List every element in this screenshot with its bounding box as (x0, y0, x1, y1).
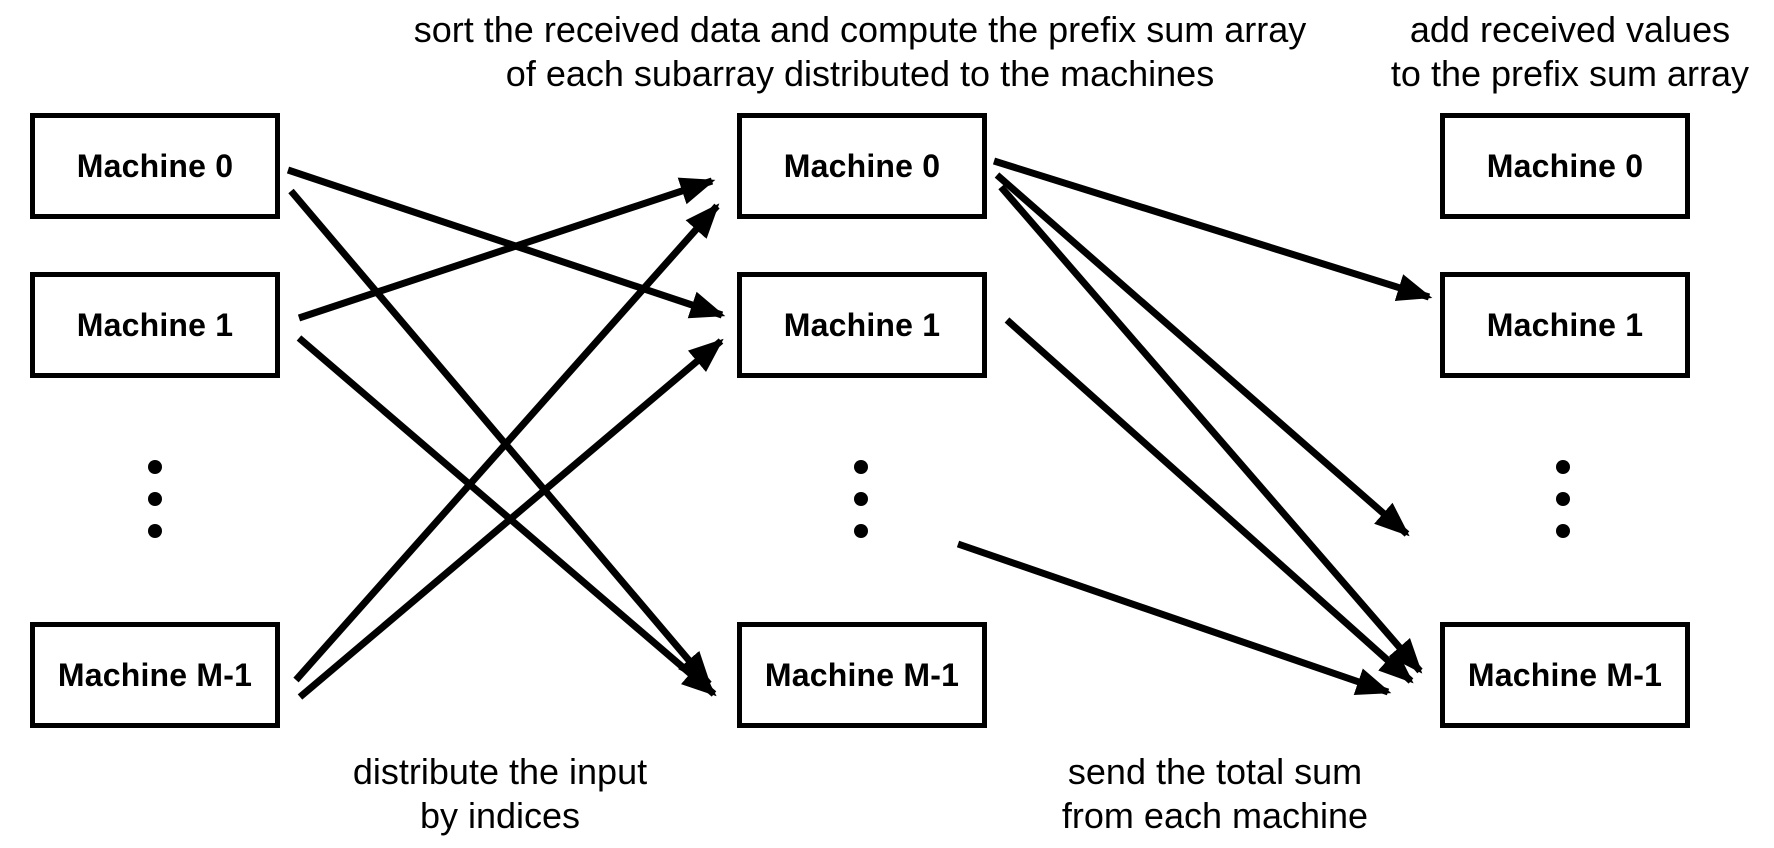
machine-label: Machine M-1 (764, 656, 960, 693)
box-final-machine-0: Machine 0 (1440, 113, 1690, 219)
arrow-input-machine-0-to-sorted-machine-1 (286, 166, 726, 319)
box-final-machine-1: Machine 1 (1440, 272, 1690, 378)
box-input-machine-1: Machine 1 (30, 272, 280, 378)
arrow-sorted-machine-0-to-final-ellipsis (994, 172, 1410, 537)
machine-label: Machine 0 (1486, 147, 1644, 184)
arrow-input-machine-m-1-to-sorted-machine-1 (297, 338, 724, 700)
box-input-machine-m-1: Machine M-1 (30, 622, 280, 728)
arrow-input-machine-m-1-to-sorted-machine-0 (293, 203, 720, 683)
arrow-sorted-machine-1-to-final-machine-m-1 (1004, 317, 1414, 684)
box-sorted-machine-m-1: Machine M-1 (737, 622, 987, 728)
machine-label: Machine 0 (783, 147, 941, 184)
caption-line: to the prefix sum array (1390, 53, 1750, 94)
machine-label: Machine 0 (76, 147, 234, 184)
caption-line: by indices (419, 795, 581, 836)
ellipsis-dot-col-0 (148, 492, 162, 506)
arrow-sorted-machine-0-to-final-machine-1 (992, 157, 1433, 301)
machine-label: Machine M-1 (1467, 656, 1663, 693)
caption-line: distribute the input (352, 751, 648, 792)
arrow-sorted-machine-0-to-final-machine-m-1 (998, 184, 1423, 674)
caption-sort-step: sort the received data and compute the p… (290, 8, 1430, 96)
caption-line: send the total sum (1067, 751, 1363, 792)
caption-line: sort the received data and compute the p… (413, 9, 1307, 50)
arrow-input-machine-1-to-sorted-machine-m-1 (296, 335, 717, 697)
ellipsis-dot-col-0 (148, 460, 162, 474)
ellipsis-dot-col-2 (1556, 492, 1570, 506)
ellipsis-dot-col-2 (1556, 460, 1570, 474)
caption-distribute-step: distribute the input by indices (250, 750, 750, 838)
machine-label: Machine 1 (1486, 306, 1644, 343)
box-final-machine-m-1: Machine M-1 (1440, 622, 1690, 728)
ellipsis-dot-col-1 (854, 524, 868, 538)
box-input-machine-0: Machine 0 (30, 113, 280, 219)
ellipsis-dot-col-1 (854, 492, 868, 506)
machine-label: Machine 1 (783, 306, 941, 343)
caption-line: add received values (1409, 9, 1731, 50)
caption-add-step: add received values to the prefix sum ar… (1366, 8, 1774, 96)
caption-send-step: send the total sum from each machine (955, 750, 1475, 838)
box-sorted-machine-1: Machine 1 (737, 272, 987, 378)
ellipsis-dot-col-1 (854, 460, 868, 474)
machine-label: Machine M-1 (57, 656, 253, 693)
ellipsis-dot-col-2 (1556, 524, 1570, 538)
machine-label: Machine 1 (76, 306, 234, 343)
box-sorted-machine-0: Machine 0 (737, 113, 987, 219)
arrow-sorted-ellipsis-to-final-machine-m-1 (956, 540, 1392, 696)
caption-line: of each subarray distributed to the mach… (505, 53, 1215, 94)
arrow-input-machine-1-to-sorted-machine-0 (297, 177, 716, 322)
ellipsis-dot-col-0 (148, 524, 162, 538)
caption-line: from each machine (1061, 795, 1369, 836)
arrow-input-machine-0-to-sorted-machine-m-1 (288, 188, 712, 687)
